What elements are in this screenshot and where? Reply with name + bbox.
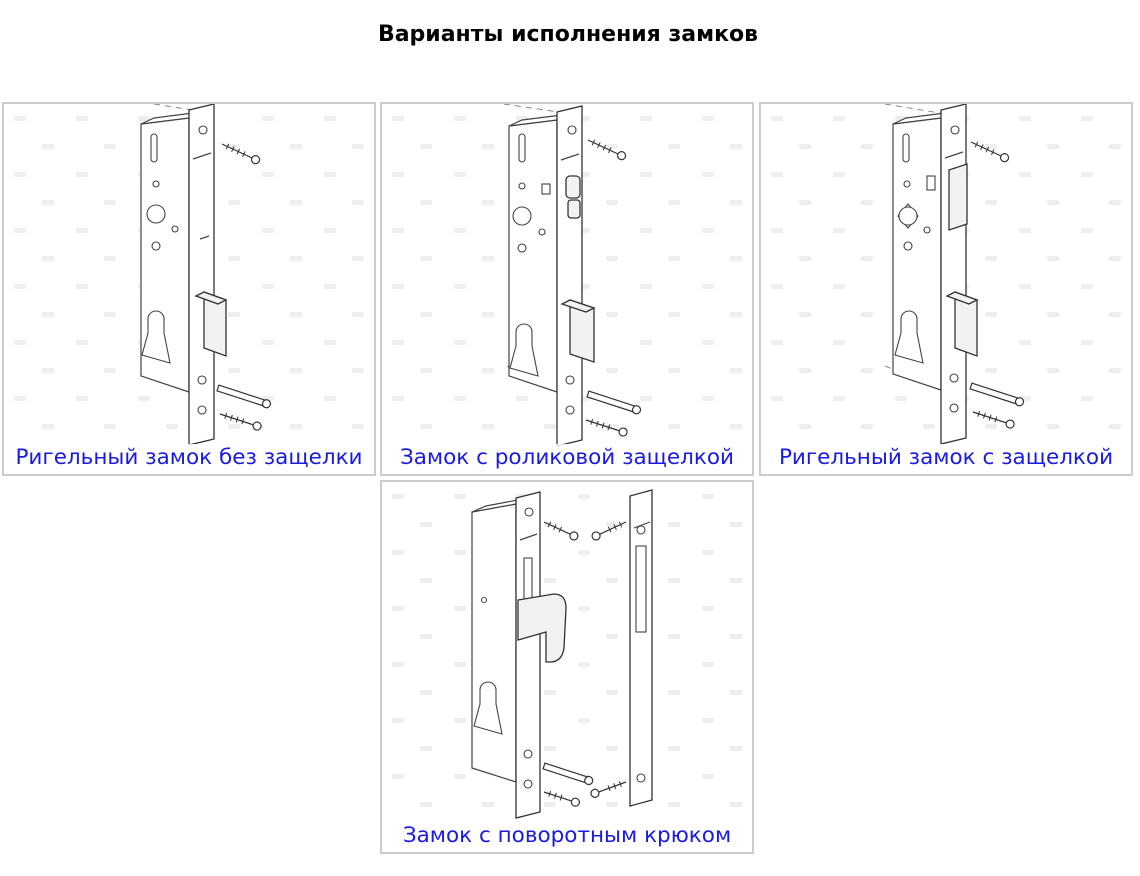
page-title: Варианты исполнения замков	[377, 22, 759, 47]
lock-option-caption[interactable]: Ригельный замок без защелки	[4, 444, 374, 472]
lock-option-hook[interactable]: Замок с поворотным крюком	[380, 480, 754, 854]
hook-lock-illustration	[392, 489, 742, 819]
roller-latch-lock-illustration	[392, 104, 742, 447]
lock-option-deadbolt[interactable]: Ригельный замок без защелки	[2, 102, 376, 476]
lock-option-deadbolt-latch[interactable]: Ригельный замок с защелкой	[759, 102, 1133, 476]
lock-option-roller-latch[interactable]: Замок с роликовой защелкой	[380, 102, 754, 476]
background-pattern	[392, 494, 742, 807]
deadbolt-lock-illustration	[14, 104, 364, 446]
lock-option-caption[interactable]: Замок с поворотным крюком	[382, 822, 752, 850]
lock-option-caption[interactable]: Ригельный замок с защелкой	[761, 444, 1131, 472]
deadbolt-latch-lock-illustration	[771, 104, 1121, 445]
lock-option-caption[interactable]: Замок с роликовой защелкой	[382, 444, 752, 472]
background-pattern	[392, 116, 742, 429]
